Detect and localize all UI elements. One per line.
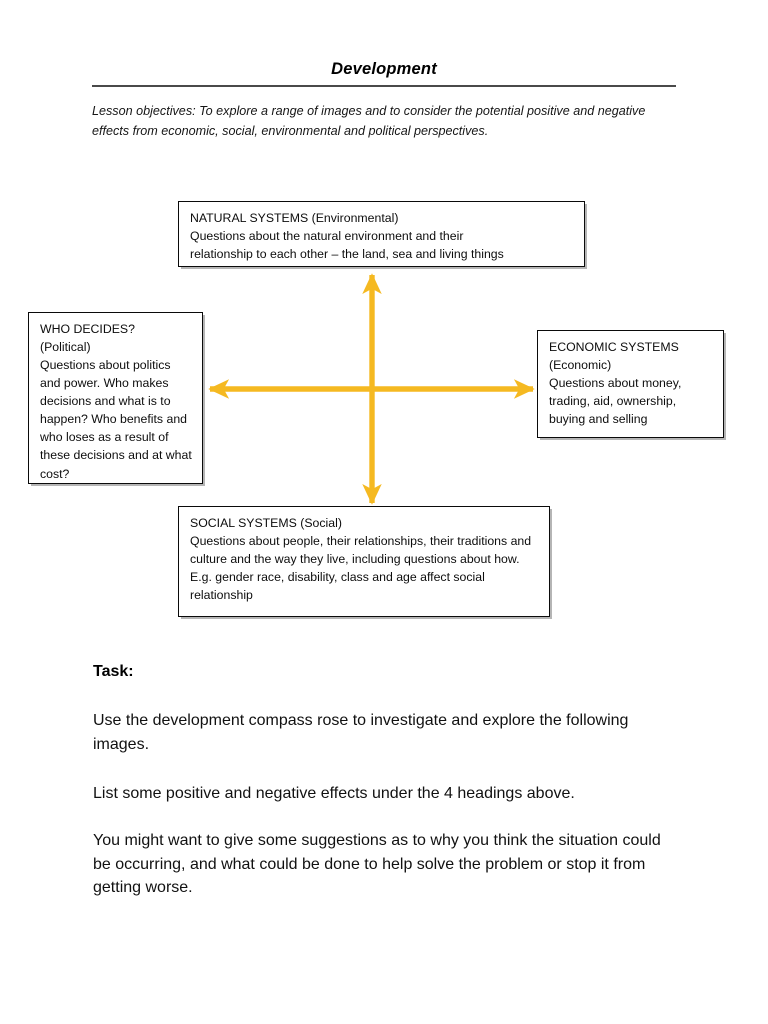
task-paragraph-3: You might want to give some suggestions … (93, 832, 661, 897)
social-systems-body: Questions about people, their relationsh… (190, 534, 532, 603)
compass-box-economic-systems: ECONOMIC SYSTEMS (Economic) Questions ab… (537, 330, 724, 438)
compass-box-political-systems: WHO DECIDES? (Political) Questions about… (28, 312, 203, 484)
task-heading: Task: (93, 663, 134, 680)
page-title: Development (331, 60, 437, 78)
compass-box-social-systems: SOCIAL SYSTEMS (Social) Questions about … (178, 506, 550, 617)
natural-systems-heading: NATURAL SYSTEMS (Environmental) (190, 211, 399, 225)
social-systems-heading: SOCIAL SYSTEMS (Social) (190, 516, 342, 530)
economic-systems-body: Questions about money, trading, aid, own… (549, 376, 682, 427)
political-systems-body: Questions about politics and power. Who … (40, 358, 192, 481)
task-paragraph-1: Use the development compass rose to inve… (93, 712, 629, 753)
natural-systems-body: Questions about the natural environment … (190, 229, 504, 262)
economic-systems-heading: ECONOMIC SYSTEMS (Economic) (549, 340, 679, 373)
task-paragraph-2: List some positive and negative effects … (93, 785, 575, 802)
lesson-objectives-text: Lesson objectives: To explore a range of… (92, 104, 646, 139)
title-divider (92, 85, 676, 87)
compass-box-natural-systems: NATURAL SYSTEMS (Environmental) Question… (178, 201, 585, 267)
political-systems-heading: WHO DECIDES? (Political) (40, 322, 135, 355)
